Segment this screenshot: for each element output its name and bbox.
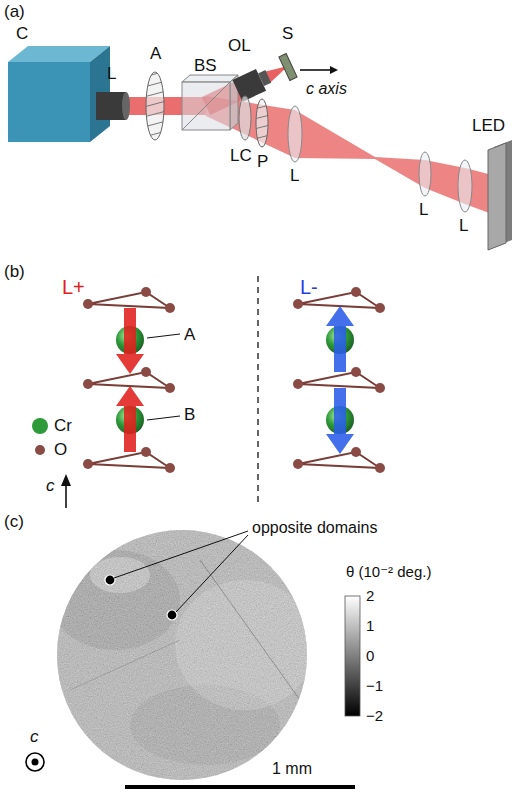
- tick-label: 2: [366, 587, 374, 604]
- sample-plate: [279, 54, 297, 81]
- image-ground: [57, 530, 307, 780]
- divider: [257, 276, 259, 505]
- bs-front: [182, 82, 230, 130]
- led-front: [488, 143, 506, 250]
- tick-label: −2: [366, 707, 383, 724]
- part-label: L: [107, 64, 116, 84]
- part-label: P: [257, 152, 268, 172]
- legend-text: O: [54, 440, 67, 460]
- tick-label: −1: [366, 677, 383, 694]
- camera-front: [8, 62, 90, 142]
- scratch: [70, 640, 180, 690]
- part-label: S: [282, 24, 293, 44]
- spin-arrow: [116, 308, 144, 374]
- tick-label: 0: [366, 647, 374, 664]
- camera-lens: [96, 92, 130, 120]
- leader-line: [147, 416, 180, 420]
- spin-arrow: [326, 306, 354, 372]
- part-label: L: [459, 216, 468, 236]
- analyzer: [140, 70, 170, 148]
- c-axis-arrow: [300, 69, 331, 71]
- led-panel: [488, 140, 512, 250]
- part-label: A: [150, 44, 161, 64]
- part-label: LED: [472, 116, 505, 136]
- axis-out-symbol: [26, 753, 44, 771]
- tick-label: 1: [366, 617, 374, 634]
- domain-image: [50, 530, 315, 780]
- domain-label: L-: [300, 276, 318, 299]
- domain-label: L+: [62, 276, 85, 299]
- polarizer-hatch: [250, 94, 274, 150]
- site-label: B: [184, 405, 195, 425]
- sample: [279, 54, 297, 81]
- part-label: L: [419, 200, 428, 220]
- analyzer-hatch: [140, 70, 170, 148]
- axis-label: c: [46, 476, 55, 496]
- camera: [8, 46, 110, 142]
- scratch: [200, 560, 300, 700]
- panel-label: (c): [4, 512, 24, 532]
- part-label: BS: [194, 56, 217, 76]
- arrow-head: [61, 474, 71, 486]
- legend-swatch: [32, 418, 48, 434]
- bs-diagonal: [182, 82, 230, 130]
- analyzer-rim: [146, 72, 164, 140]
- lens-front: [122, 92, 130, 120]
- legend-text: Cr: [54, 416, 72, 436]
- leader-line: [176, 535, 248, 612]
- site-label: A: [184, 325, 195, 345]
- lens: [419, 152, 431, 196]
- colorbar-title: θ (10⁻² deg.): [346, 563, 431, 580]
- axis-out-dot: [32, 759, 39, 766]
- lens: [288, 106, 302, 162]
- polarizer-disk: [256, 99, 268, 147]
- legend-swatch: [35, 445, 45, 455]
- arrow-head: [330, 66, 338, 74]
- scale-bar: [125, 785, 355, 789]
- axis-label: c: [30, 727, 39, 747]
- objective-tip: [258, 70, 271, 86]
- bs-top: [182, 75, 238, 82]
- c-axis-arrow: [65, 484, 67, 508]
- colorbar: [345, 596, 360, 716]
- axis-label: c axis: [306, 80, 347, 98]
- objective-lens: [232, 66, 273, 102]
- lens-body: [96, 92, 126, 120]
- spin-arrow: [326, 388, 354, 454]
- polarizer: [250, 94, 274, 150]
- polarizer-rim: [256, 99, 268, 147]
- callout-label: opposite domains: [252, 519, 377, 537]
- marker-dot: [105, 575, 115, 585]
- part-label: LC: [230, 146, 252, 166]
- marker-dot: [167, 610, 177, 620]
- panel-label: (b): [4, 262, 25, 282]
- leader-line: [147, 334, 180, 338]
- part-label: OL: [228, 36, 251, 56]
- panel-label: (a): [4, 2, 25, 22]
- part-label: C: [16, 24, 28, 44]
- spin-arrow: [116, 386, 144, 452]
- beam-splitter: [182, 75, 238, 130]
- light-beam: [206, 96, 500, 217]
- part-label: L: [290, 166, 299, 186]
- image-texture: [57, 530, 307, 780]
- leader-line: [114, 531, 248, 578]
- scale-label: 1 mm: [272, 760, 312, 778]
- liquid-crystal: [239, 96, 251, 140]
- lens: [458, 160, 472, 212]
